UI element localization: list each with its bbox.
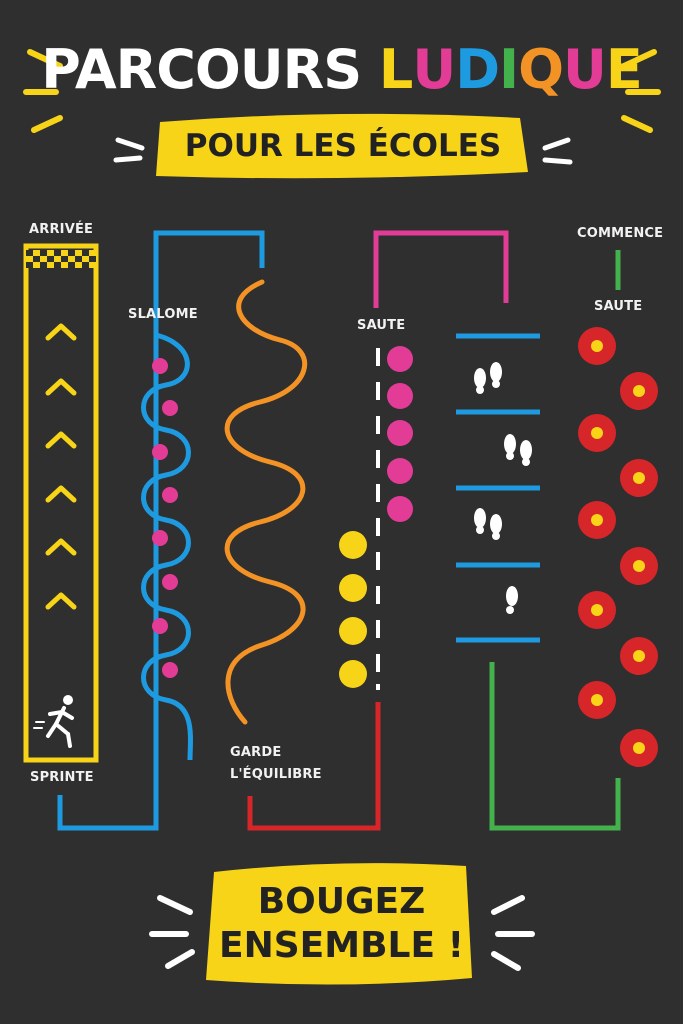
balance-wave bbox=[224, 279, 308, 725]
title-letter: Q bbox=[518, 38, 564, 101]
subtitle: POUR LES ÉCOLES bbox=[184, 128, 502, 164]
cta-line-2: ENSEMBLE ! bbox=[219, 925, 464, 966]
label-saute-right: SAUTE bbox=[594, 299, 643, 314]
running-person-icon bbox=[33, 695, 74, 748]
cta-line-1: BOUGEZ bbox=[257, 881, 426, 922]
page-title: PARCOURS LUDIQUE bbox=[0, 38, 683, 101]
footprints-icon bbox=[474, 362, 532, 614]
cta-sparks bbox=[149, 895, 535, 971]
cta-brush bbox=[206, 863, 472, 985]
label-arrivee: ARRIVÉE bbox=[29, 222, 94, 237]
title-letter: D bbox=[455, 38, 500, 101]
pink-hop-dots bbox=[387, 346, 413, 522]
title-letter: E bbox=[605, 38, 643, 101]
sprint-lane bbox=[23, 243, 99, 763]
slalom-lane bbox=[57, 230, 265, 831]
label-equilibre: L'ÉQUILIBRE bbox=[230, 767, 322, 782]
title-letter: I bbox=[499, 38, 519, 101]
green-lane bbox=[489, 250, 621, 831]
checkered-finish-icon bbox=[26, 250, 96, 268]
subtitle-brush bbox=[156, 113, 528, 179]
title-letter: L bbox=[378, 38, 413, 101]
chevron-up-icon bbox=[45, 323, 77, 610]
label-sprinte: SPRINTE bbox=[30, 770, 94, 785]
label-slalome: SLALOME bbox=[128, 307, 198, 322]
label-commence: COMMENCE bbox=[577, 226, 664, 241]
ladder-rungs bbox=[456, 333, 540, 643]
title-letter: U bbox=[412, 38, 456, 101]
label-saute-middle: SAUTE bbox=[357, 318, 406, 333]
label-garde: GARDE bbox=[230, 745, 282, 760]
title-word-2: LUDIQUE bbox=[378, 38, 643, 101]
target-circles bbox=[578, 327, 658, 767]
title-letter: U bbox=[563, 38, 607, 101]
red-lane bbox=[247, 702, 381, 831]
slalom-dots bbox=[152, 358, 178, 678]
title-sparks bbox=[23, 49, 661, 165]
slalom-wave bbox=[141, 332, 193, 761]
yellow-hop-dots bbox=[339, 531, 367, 688]
pink-lane bbox=[373, 230, 509, 308]
title-word-1: PARCOURS bbox=[41, 38, 362, 101]
